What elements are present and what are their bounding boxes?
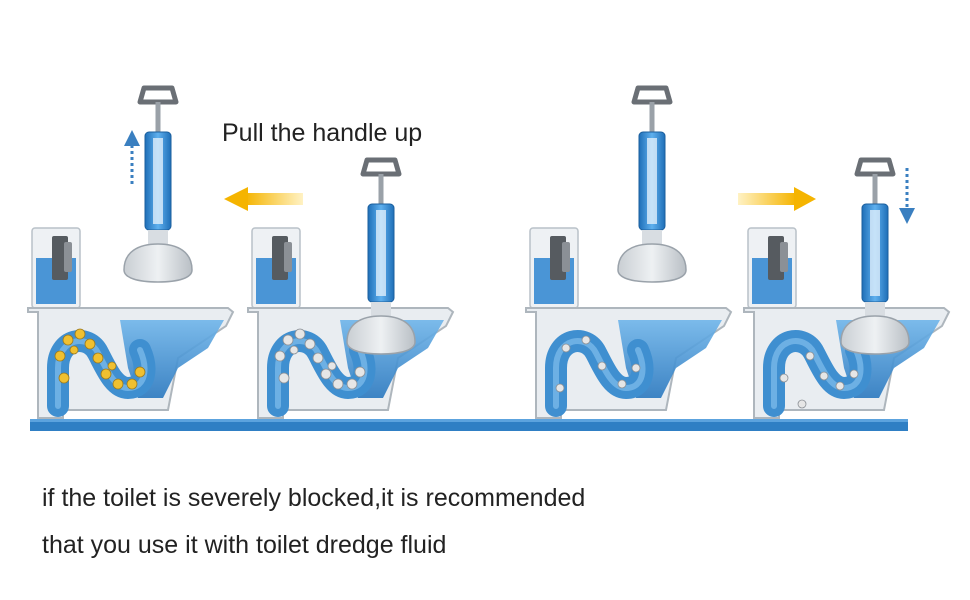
plunger-panel-1 [124,88,192,282]
pull-handle-caption: Pull the handle up [222,118,422,148]
arrow-up-icon [124,130,140,184]
toilet-panel-2 [248,228,453,418]
plunger-panel-4 [841,160,909,354]
arrow-right-icon [738,187,816,211]
arrow-left-icon [224,187,303,211]
plunger-panel-2 [347,160,415,354]
recommendation-line-1: if the toilet is severely blocked,it is … [42,483,585,513]
recommendation-line-2: that you use it with toilet dredge fluid [42,530,446,560]
plunger-panel-3 [618,88,686,282]
arrow-down-icon [899,168,915,224]
toilet-panel-4 [744,228,949,418]
